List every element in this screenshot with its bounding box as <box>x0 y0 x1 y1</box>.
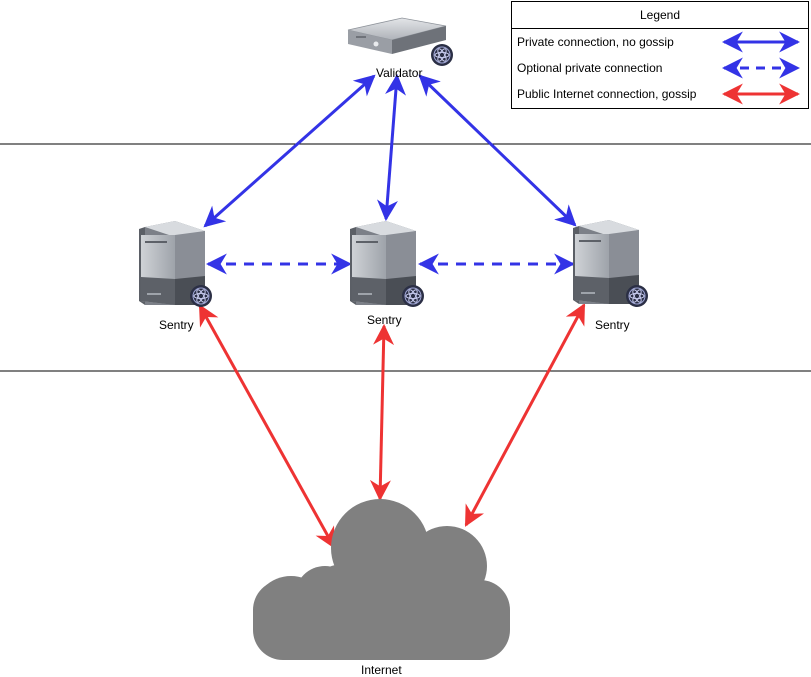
sentry-center-server-icon <box>350 221 425 308</box>
sentry-center-label: Sentry <box>367 313 402 327</box>
internet-cloud-icon <box>253 499 510 660</box>
legend-item-public: Public Internet connection, gossip <box>512 81 808 107</box>
validator-server-icon <box>347 17 454 67</box>
private-connection-validator-sentry-left <box>203 74 376 228</box>
public-connection-sentry-center-internet <box>369 323 395 502</box>
legend-title: Legend <box>512 2 808 29</box>
sentry-right-label: Sentry <box>595 318 630 332</box>
sentry-right-server-icon <box>573 220 649 308</box>
legend-item-label: Optional private connection <box>517 61 663 75</box>
legend-item-label: Public Internet connection, gossip <box>517 87 697 101</box>
legend: Legend Private connection, no gossip Opt… <box>511 1 809 109</box>
sentry-right-badge-icon <box>625 284 649 308</box>
legend-item-label: Private connection, no gossip <box>517 35 674 49</box>
sentry-left-badge-icon <box>189 284 213 308</box>
sentry-left-server-icon <box>139 221 213 308</box>
public-connection-sentry-right-internet <box>464 303 586 527</box>
private-connection-validator-sentry-center <box>376 73 407 222</box>
validator-badge-icon <box>430 43 454 67</box>
legend-dashed-blue-arrow-icon <box>721 57 801 79</box>
legend-item-optional: Optional private connection <box>512 55 808 81</box>
private-connection-validator-sentry-right <box>418 74 577 227</box>
legend-item-private: Private connection, no gossip <box>512 29 808 55</box>
legend-solid-red-arrow-icon <box>721 83 801 105</box>
sentry-center-badge-icon <box>401 284 425 308</box>
validator-label: Validator <box>376 66 423 80</box>
public-connection-sentry-left-internet <box>198 304 336 549</box>
sentry-left-label: Sentry <box>159 318 194 332</box>
legend-solid-blue-arrow-icon <box>721 31 801 53</box>
internet-label: Internet <box>361 663 402 677</box>
